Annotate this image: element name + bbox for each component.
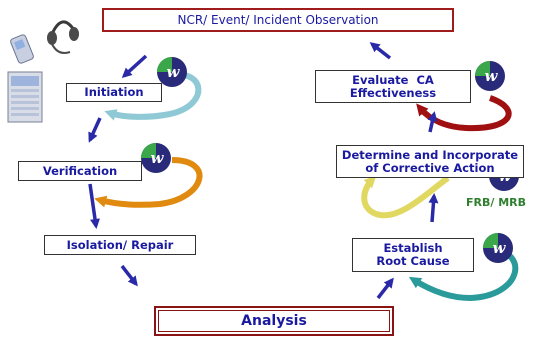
arrow-to-analysis xyxy=(120,264,138,287)
analysis-box: Analysis xyxy=(154,306,394,336)
logo-badge-icon: w xyxy=(475,61,505,91)
arrow-to-initiation xyxy=(121,54,148,79)
loop-initiation xyxy=(104,71,202,121)
arrow-to-verification xyxy=(88,117,102,143)
corrective-action-line2: of Corrective Action xyxy=(365,160,495,175)
arrow-to-root-cause xyxy=(376,277,394,300)
monitor-screen-icon xyxy=(7,71,43,123)
frb-mrb-text: FRB/ MRB xyxy=(466,196,527,209)
arrow-to-isolation xyxy=(88,183,100,229)
svg-text:w: w xyxy=(167,63,181,81)
logo-badge-icon: w xyxy=(483,233,513,263)
svg-text:w: w xyxy=(151,149,165,167)
arrow-to-observation xyxy=(369,42,392,60)
evaluate-box: Evaluate CA Effectiveness xyxy=(315,70,471,103)
verification-box: Verification xyxy=(18,161,142,181)
frb-mrb-label: FRB/ MRB xyxy=(466,196,526,209)
isolation-repair-label: Isolation/ Repair xyxy=(66,237,174,252)
corrective-action-line1: Determine and Incorporate xyxy=(341,147,519,162)
observation-title: NCR/ Event/ Incident Observation xyxy=(177,12,379,27)
isolation-repair-box: Isolation/ Repair xyxy=(44,235,196,255)
evaluate-line2: Effectiveness xyxy=(349,85,437,100)
corrective-action-box: Determine and Incorporate of Corrective … xyxy=(336,145,524,178)
pda-icon xyxy=(10,34,34,64)
headset-icon xyxy=(47,20,79,54)
svg-text:w: w xyxy=(493,239,507,257)
loop-root-cause xyxy=(408,245,519,302)
initiation-box: Initiation xyxy=(66,83,162,102)
verification-label: Verification xyxy=(42,163,118,178)
root-cause-line1: Establish xyxy=(383,241,443,255)
logo-badge-icon: w xyxy=(157,57,187,87)
observation-title-box: NCR/ Event/ Incident Observation xyxy=(102,8,454,32)
analysis-label: Analysis xyxy=(241,312,307,329)
arrow-to-corrective-action xyxy=(428,193,439,223)
svg-text:w: w xyxy=(485,67,499,85)
arrow-to-evaluate xyxy=(427,111,438,133)
root-cause-line2: Root Cause xyxy=(376,254,450,268)
initiation-label: Initiation xyxy=(84,85,144,99)
loop-corrective-action xyxy=(361,175,450,219)
root-cause-box: Establish Root Cause xyxy=(352,238,474,272)
loop-verification xyxy=(94,157,203,208)
evaluate-line1: Evaluate CA xyxy=(352,72,434,87)
logo-badge-icon: w xyxy=(141,143,171,173)
